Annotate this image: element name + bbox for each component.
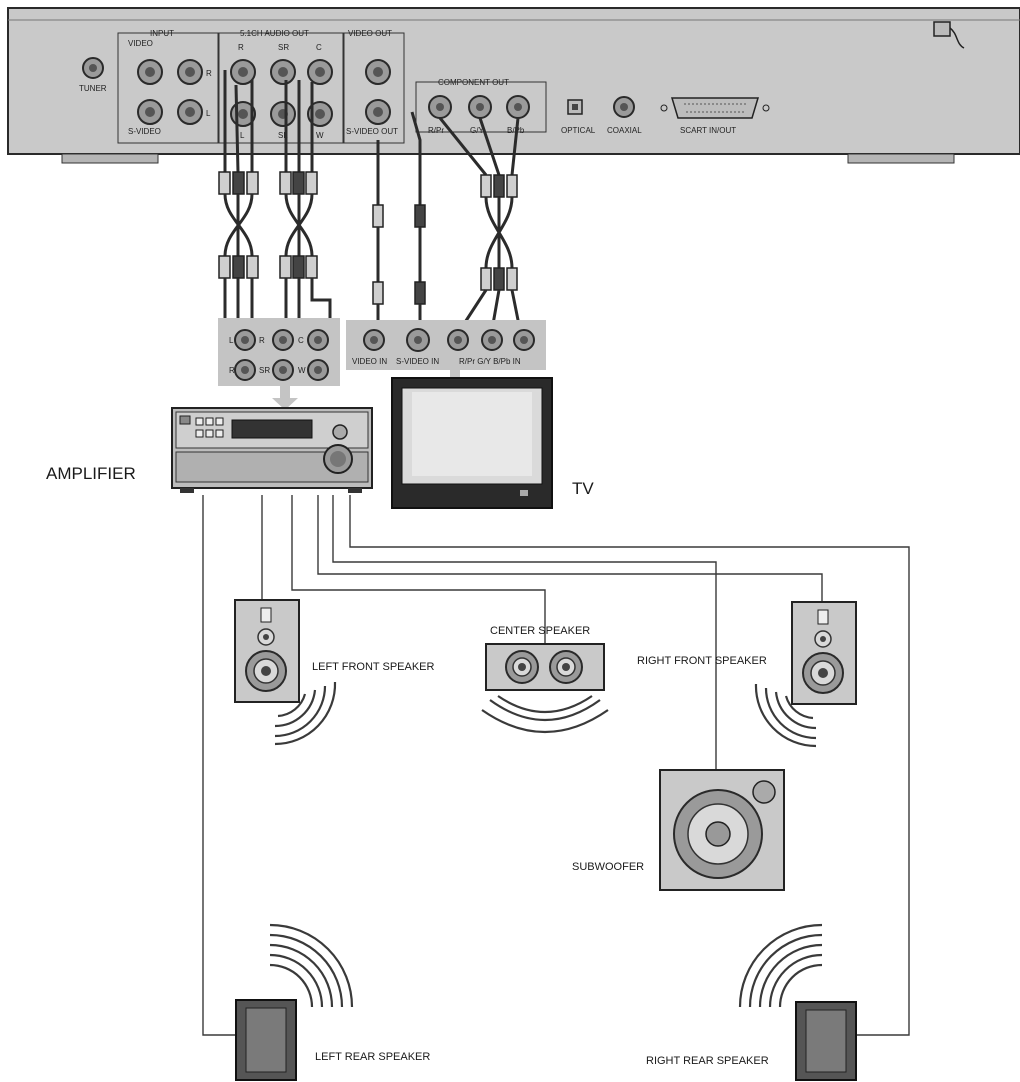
scart-port [670, 97, 760, 119]
right-front-speaker-label: RIGHT FRONT SPEAKER [637, 655, 767, 667]
tuner-label: TUNER [79, 84, 107, 93]
scart-label: SCART IN/OUT [680, 126, 736, 135]
center-speaker-label: CENTER SPEAKER [490, 625, 590, 637]
right-front-speaker [754, 601, 857, 748]
left-front-speaker-label: LEFT FRONT SPEAKER [312, 661, 435, 673]
component-out-group-box [415, 81, 547, 133]
component-out-group-label: COMPONENT OUT [438, 78, 509, 87]
speaker-wires [202, 495, 910, 1036]
left-rear-speaker [235, 923, 354, 1081]
input-l-label: L [206, 109, 211, 118]
tv-svideo-in-label: S-VIDEO IN [396, 357, 439, 366]
coaxial-label: COAXIAL [607, 126, 642, 135]
tv-video-in-label: VIDEO IN [352, 357, 387, 366]
input-group-label: INPUT [150, 29, 174, 38]
center-cabinet [485, 643, 605, 691]
tv-unit [391, 377, 553, 509]
tv-label: TV [572, 479, 594, 498]
audio-ch-c-label: C [316, 43, 322, 52]
audio-ch-sr-label: SR [278, 43, 289, 52]
input-r-label: R [206, 69, 212, 78]
amplifier-display [231, 419, 313, 439]
component-r-label: R/Pr [428, 126, 444, 135]
audio-ch-l-label: L [240, 131, 245, 140]
left-front-speaker [234, 599, 337, 746]
audio-out-group-box [218, 32, 344, 144]
left-rear-speaker-label: LEFT REAR SPEAKER [315, 1051, 430, 1063]
subwoofer [659, 769, 785, 891]
optical-label: OPTICAL [561, 126, 596, 135]
video-out-group-label: VIDEO OUT [348, 29, 392, 38]
right-rear-speaker [738, 923, 857, 1081]
audio-ch-sl-label: SL [278, 131, 288, 140]
player-rear-panel: TUNER INPUT VIDEO R L S-VIDEO 5.1CH AUDI… [7, 7, 1020, 164]
player-foot-left [61, 153, 159, 164]
amp-in-w-label: W [298, 366, 306, 375]
amp-in-l-label: L [229, 336, 234, 345]
amp-in-sr-label: SR [259, 366, 270, 375]
input-group-box [117, 32, 219, 144]
amplifier-input-panel: L R C R SR W [218, 318, 340, 410]
input-video-label: VIDEO [128, 39, 153, 48]
tv-component-in-label: R/Pr G/Y B/Pb IN [459, 357, 521, 366]
player-foot-right [847, 153, 955, 164]
amp-in-r-bottom-label: R [229, 366, 235, 375]
audio-ch-w-label: W [316, 131, 324, 140]
amp-in-c-label: C [298, 336, 304, 345]
svideo-out-label: S-VIDEO OUT [346, 127, 398, 136]
amp-in-r-top-label: R [259, 336, 265, 345]
power-plug-icon [933, 21, 965, 49]
input-svideo-label: S-VIDEO [128, 127, 161, 136]
player-chassis [7, 7, 1020, 155]
amplifier-label: AMPLIFIER [46, 464, 136, 483]
audio-ch-r-label: R [238, 43, 244, 52]
component-g-label: G/Y [470, 126, 484, 135]
video-out-group-box [343, 32, 405, 144]
right-rear-speaker-label: RIGHT REAR SPEAKER [646, 1055, 769, 1067]
center-speaker [481, 643, 609, 733]
amplifier-unit [171, 407, 373, 493]
audio-out-group-label: 5.1CH AUDIO OUT [240, 29, 309, 38]
subwoofer-label: SUBWOOFER [572, 861, 644, 873]
